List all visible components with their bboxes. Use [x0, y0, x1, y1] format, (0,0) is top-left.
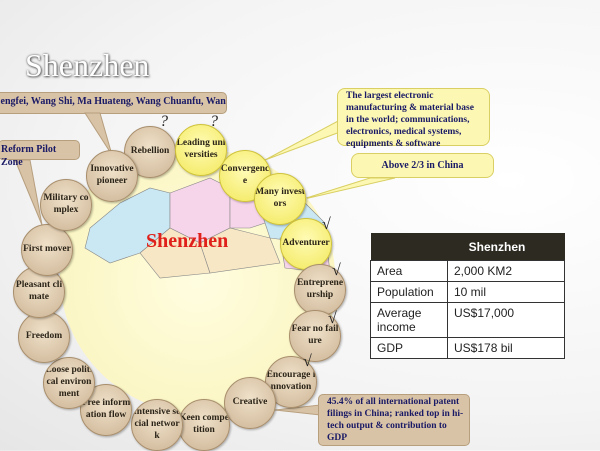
circle-fear-no-failure: Fear no failure — [289, 310, 341, 362]
callout-people: ...engfei, Wang Shi, Ma Huateng, Wang Ch… — [0, 92, 227, 114]
check-mark: √ — [328, 310, 337, 327]
circle-loose-political-environment: Loose political environment — [43, 357, 95, 409]
circle-keen-competition: Keen competition — [178, 399, 230, 451]
row-value: US$17,000 — [447, 302, 565, 338]
circle-first-mover: First mover — [21, 224, 73, 276]
check-mark: √ — [332, 262, 341, 279]
row-label: Average income — [370, 302, 448, 338]
question-mark: ? — [210, 113, 218, 130]
circle-leading-universities: Leading universities — [175, 124, 227, 176]
circle-encourage-innovation: Encourage innovation — [265, 356, 317, 408]
check-mark: √ — [303, 353, 312, 370]
shenzhen-map — [84, 172, 330, 279]
row-label: Area — [370, 260, 448, 282]
circle-freedom: Freedom — [18, 311, 70, 363]
check-mark: √ — [322, 216, 331, 233]
row-value: 10 mil — [447, 281, 565, 303]
row-value: 2,000 KM2 — [447, 260, 565, 282]
slide-title: Shenzhen — [25, 47, 150, 83]
circle-pleasant-climate: Pleasant climate — [13, 266, 65, 318]
circle-intensive-social-network: Intensive social network — [131, 399, 183, 451]
circle-many-investors: Many investors — [254, 173, 306, 225]
callout-investors: Above 2/3 in China — [351, 153, 494, 178]
callout-reform: Reform Pilot Zone — [0, 140, 80, 168]
question-mark: ? — [160, 113, 168, 130]
callout-electronics: The largest electronic manufacturing & m… — [337, 88, 490, 149]
circle-creative: Creative — [224, 377, 276, 429]
row-label: Population — [370, 281, 448, 303]
map-label: Shenzhen — [146, 230, 229, 252]
circle-military-complex: Military complex — [40, 179, 92, 231]
row-label: GDP — [370, 337, 448, 359]
table-header: Shenzhen — [370, 233, 565, 261]
callout-patents: 45.4% of all international patent filing… — [318, 394, 470, 446]
row-value: US$178 bil — [447, 337, 565, 359]
circle-adventurer: Adventurer — [280, 218, 332, 270]
circle-innovative-pioneer: Innovative pioneer — [86, 150, 138, 202]
